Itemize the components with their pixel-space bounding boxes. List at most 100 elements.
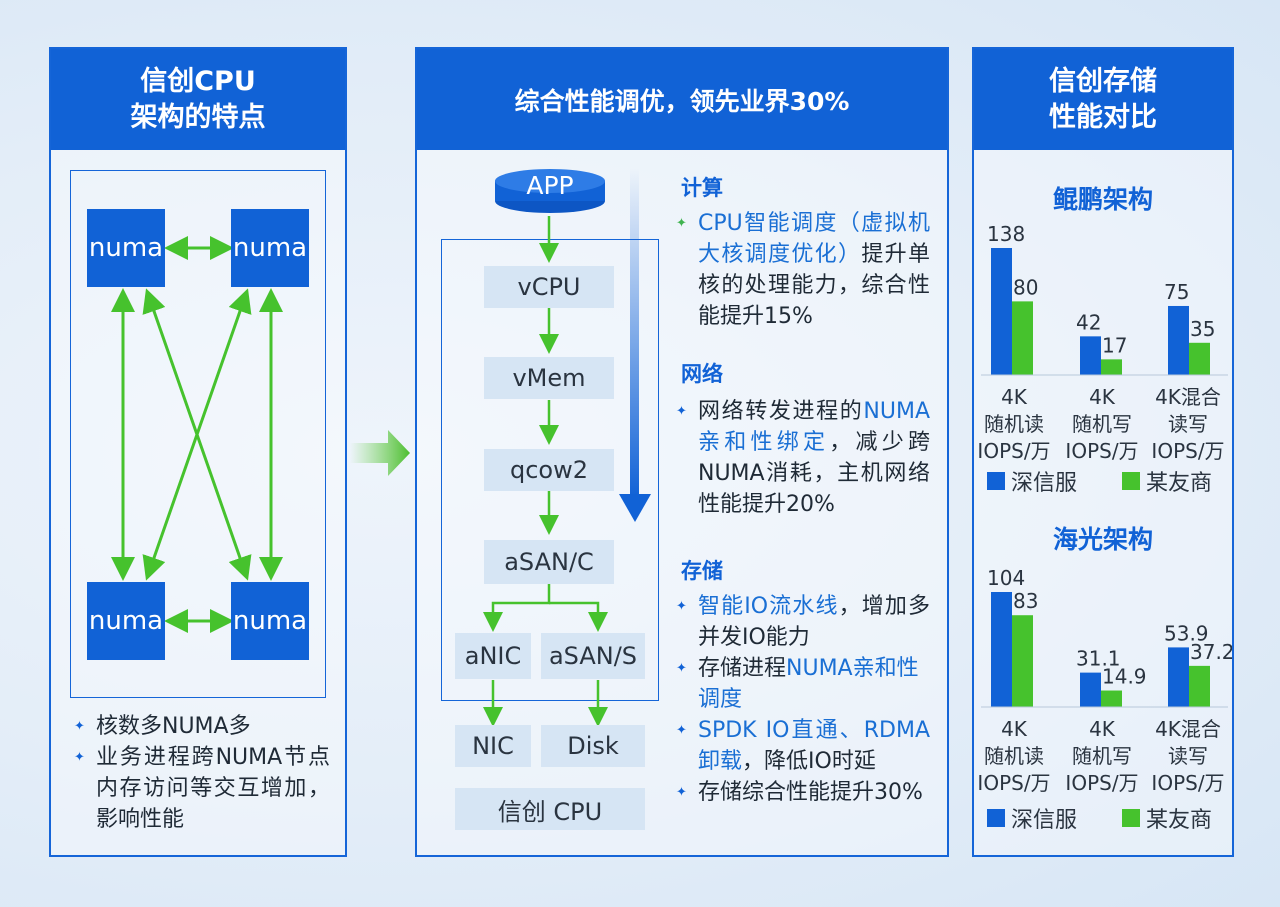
storage-item: 存储进程NUMA亲和性调度 <box>674 653 930 715</box>
bar-series2 <box>1012 301 1033 375</box>
bar-series1 <box>991 592 1012 707</box>
cpu-feature-item: 核数多NUMA多 <box>72 711 330 742</box>
numa-node-top-left: numa <box>87 209 165 287</box>
category-label-line: 4K <box>1001 385 1027 409</box>
bar-value-label: 14.9 <box>1102 665 1147 689</box>
bar-value-label: 42 <box>1076 310 1101 334</box>
cpu-architecture-header: 信创CPU 架构的特点 <box>51 49 345 150</box>
storage-comparison-header: 信创存储 性能对比 <box>974 49 1232 150</box>
bar-value-label: 53.9 <box>1164 621 1209 645</box>
category-label-line: 随机写 <box>1072 412 1132 436</box>
storage-item: SPDK IO直通、RDMA卸载，降低IO时延 <box>674 715 930 777</box>
numa-node-bottom-left: numa <box>87 582 165 660</box>
storage-text-1: ，增加多并发IO能力 <box>698 594 930 650</box>
flow-qcow2: qcow2 <box>484 449 614 491</box>
bar-series2 <box>1189 665 1210 707</box>
transition-arrow-icon <box>350 430 410 476</box>
bar-value-label: 37.2 <box>1190 640 1232 664</box>
bar-series2 <box>1189 342 1210 375</box>
category-label-line: 随机读 <box>984 744 1044 768</box>
flow-nic: NIC <box>455 725 531 767</box>
storage-highlight-1: 智能IO流水线 <box>698 594 839 619</box>
performance-tuning-header: 综合性能调优，领先业界30% <box>417 49 947 150</box>
network-list: 网络转发进程的NUMA亲和性绑定，减少跨NUMA消耗，主机网络性能提升20% <box>674 396 930 520</box>
network-text: ，减少跨NUMA消耗，主机网络性能提升20% <box>698 430 930 517</box>
flow-vmem: vMem <box>484 357 614 399</box>
storage-list: 智能IO流水线，增加多并发IO能力 存储进程NUMA亲和性调度 SPDK IO直… <box>674 591 930 808</box>
bar-series2 <box>1101 359 1122 375</box>
bar-value-label: 104 <box>987 566 1025 590</box>
network-item: 网络转发进程的NUMA亲和性绑定，减少跨NUMA消耗，主机网络性能提升20% <box>674 396 930 520</box>
category-label-line: 4K <box>1001 717 1027 741</box>
panel1-title-line2: 架构的特点 <box>130 101 266 133</box>
category-label: 4K 随机写 IOPS/万 <box>1060 716 1144 797</box>
bar-series1 <box>991 248 1012 375</box>
storage-text-2: 存储进程 <box>698 656 787 681</box>
flow-vcpu: vCPU <box>484 266 614 308</box>
bar-value-label: 31.1 <box>1076 647 1121 671</box>
bar-series1 <box>1168 647 1189 707</box>
bar-value-label: 35 <box>1190 317 1215 341</box>
legend-swatch-series1 <box>987 809 1005 827</box>
flow-asan-s: aSAN/S <box>541 633 645 679</box>
flow-anic: aNIC <box>455 633 531 679</box>
cpu-feature-list: 核数多NUMA多 业务进程跨NUMA节点内存访问等交互增加，影响性能 <box>72 711 330 835</box>
storage-item: 存储综合性能提升30% <box>674 777 930 808</box>
storage-comparison-panel: 信创存储 性能对比 <box>972 47 1234 857</box>
numa-node-top-right: numa <box>231 209 309 287</box>
compute-text: 提升单核的处理能力，综合性能提升15% <box>698 242 930 329</box>
bar-series1 <box>1080 336 1101 375</box>
flow-disk: Disk <box>541 725 645 767</box>
compute-title: 计算 <box>681 176 723 200</box>
category-label: 4K 随机读 IOPS/万 <box>972 716 1056 797</box>
category-label: 4K 随机读 IOPS/万 <box>972 384 1056 465</box>
category-label-line: IOPS/万 <box>977 439 1051 463</box>
category-label-line: 读写 <box>1168 412 1208 436</box>
down-arrow-icon <box>619 168 651 522</box>
numa-diagram <box>70 170 326 698</box>
compute-item: CPU智能调度（虚拟机大核调度优化）提升单核的处理能力，综合性能提升15% <box>674 208 930 332</box>
category-label-line: IOPS/万 <box>1151 771 1225 795</box>
category-label-line: 4K混合 <box>1155 717 1221 741</box>
flow-cpu: 信创 CPU <box>455 788 645 830</box>
compute-list: CPU智能调度（虚拟机大核调度优化）提升单核的处理能力，综合性能提升15% <box>674 208 930 332</box>
category-label-line: 4K <box>1089 717 1115 741</box>
flow-app: APP <box>526 171 574 200</box>
bar-value-label: 80 <box>1013 275 1038 299</box>
chart2-title: 海光架构 <box>1052 525 1153 554</box>
cpu-feature-item: 业务进程跨NUMA节点内存访问等交互增加，影响性能 <box>72 742 330 835</box>
storage-highlight-3: SPDK IO直通、RDMA卸载 <box>698 718 930 774</box>
numa-connections <box>111 236 283 633</box>
legend-swatch-series2 <box>1122 809 1140 827</box>
bar-series1 <box>1168 305 1189 375</box>
bar-value-label: 17 <box>1102 333 1127 357</box>
category-label-line: 4K混合 <box>1155 385 1221 409</box>
category-label-line: IOPS/万 <box>977 771 1051 795</box>
category-label: 4K 随机写 IOPS/万 <box>1060 384 1144 465</box>
network-text-pre: 网络转发进程的 <box>698 399 864 424</box>
flow-asan-c: aSAN/C <box>484 540 614 584</box>
bar-series2 <box>1101 690 1122 707</box>
storage-text-3: ，降低IO时延 <box>742 749 876 774</box>
legend-label-series2: 某友商 <box>1146 471 1213 496</box>
legend-swatch-series2 <box>1122 472 1140 490</box>
app-database-icon <box>495 169 605 213</box>
category-label-line: IOPS/万 <box>1065 439 1139 463</box>
compute-highlight: CPU智能调度（虚拟机大核调度优化） <box>698 211 930 267</box>
category-label-line: 随机写 <box>1072 744 1132 768</box>
network-title: 网络 <box>681 362 723 386</box>
panel3-title-line1: 信创存储 <box>1049 65 1157 97</box>
legend-swatch-series1 <box>987 472 1005 490</box>
category-label-line: IOPS/万 <box>1065 771 1139 795</box>
category-label-line: 4K <box>1089 385 1115 409</box>
chart1-title: 鲲鹏架构 <box>1052 185 1153 214</box>
bar-value-label: 83 <box>1013 589 1038 613</box>
category-label-line: 随机读 <box>984 412 1044 436</box>
numa-node-bottom-right: numa <box>231 582 309 660</box>
legend-label-series2: 某友商 <box>1146 808 1213 833</box>
storage-item: 智能IO流水线，增加多并发IO能力 <box>674 591 930 653</box>
storage-highlight-2: NUMA亲和性调度 <box>698 656 919 712</box>
